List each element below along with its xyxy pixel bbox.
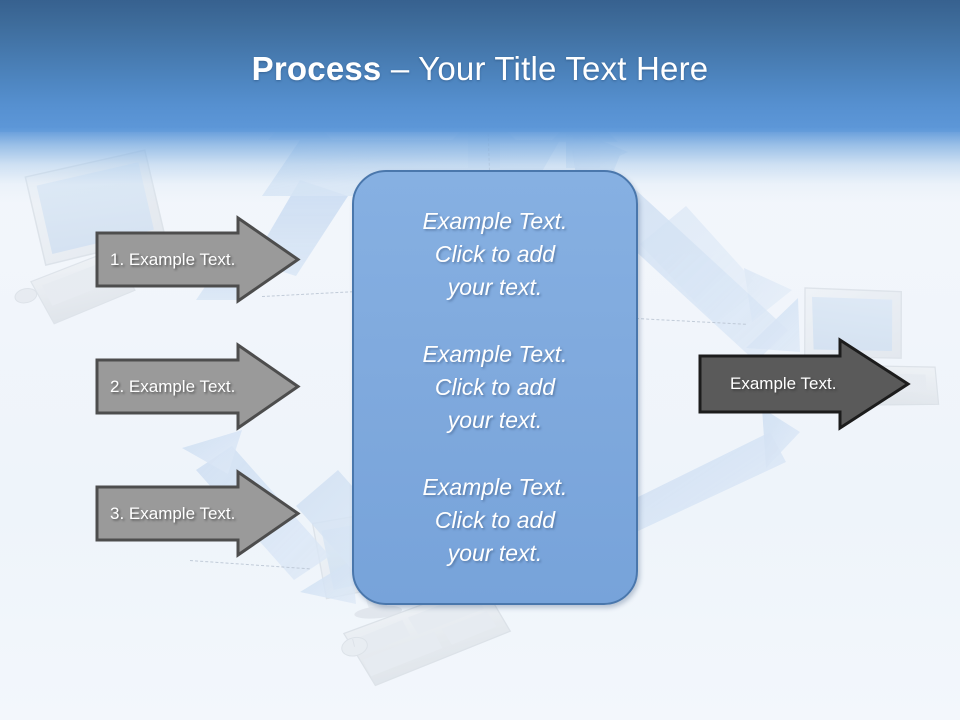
background-arrow-band-top-right: [640, 206, 792, 324]
arrow-right-icon: [95, 469, 301, 558]
input-arrow-3-label: 3. Example Text.: [110, 503, 236, 523]
panel-text-block-1[interactable]: Example Text. Click to add your text.: [422, 208, 568, 300]
background-arrow-diagonal-lower-right: [636, 408, 800, 532]
input-arrow-2-label: 2. Example Text.: [110, 376, 236, 396]
input-arrow-2[interactable]: 2. Example Text.: [95, 342, 301, 431]
arrow-right-icon: [698, 337, 911, 431]
arrow-right-icon: [95, 342, 301, 431]
page-title-rest: – Your Title Text Here: [381, 50, 709, 87]
arrow-right-icon: [95, 215, 301, 304]
input-arrow-1[interactable]: 1. Example Text.: [95, 215, 301, 304]
panel-text-block-2[interactable]: Example Text. Click to add your text.: [422, 341, 568, 433]
center-content-panel[interactable]: Example Text. Click to add your text. Ex…: [352, 170, 638, 605]
input-arrow-3[interactable]: 3. Example Text.: [95, 469, 301, 558]
input-arrow-1-label: 1. Example Text.: [110, 249, 236, 269]
output-arrow[interactable]: Example Text.: [698, 337, 911, 431]
keyboard-icon: [342, 581, 512, 687]
mouse-icon: [341, 636, 368, 657]
monitor-icon: [803, 287, 902, 359]
title-band: [0, 0, 960, 132]
page-title: Process – Your Title Text Here: [0, 48, 960, 90]
panel-text-block-3[interactable]: Example Text. Click to add your text.: [422, 474, 568, 566]
mouse-icon: [14, 287, 38, 304]
output-arrow-label: Example Text.: [730, 374, 837, 393]
page-title-strong: Process: [251, 50, 382, 87]
